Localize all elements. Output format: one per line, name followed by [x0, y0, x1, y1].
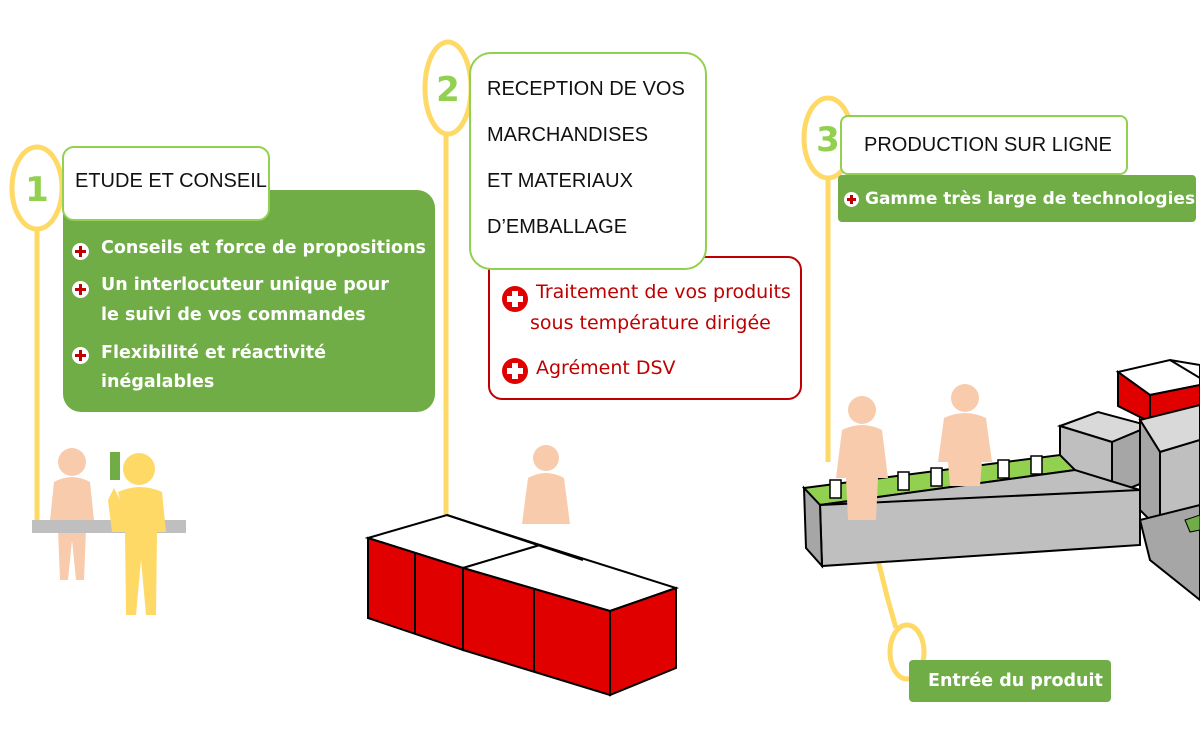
step2-benefit-1-line1: Traitement de vos produits — [536, 281, 791, 303]
document-icon — [110, 452, 120, 480]
step2-title-line3: ET MATERIAUX — [487, 170, 633, 192]
reception-desk-scene — [32, 448, 186, 615]
step1-benefit-2-line2: le suivi de vos commandes — [101, 305, 366, 325]
step1-title: ETUDE ET CONSEIL — [75, 170, 267, 192]
step2-number: 2 — [436, 70, 460, 110]
plus-icon — [72, 243, 89, 260]
step2-title-line4: D’EMBALLAGE — [487, 216, 628, 238]
goods-pallet — [364, 513, 680, 697]
entry-connector — [875, 559, 891, 601]
plus-icon — [844, 192, 859, 207]
plus-icon — [72, 347, 89, 364]
step3-feature: Gamme très large de technologies — [865, 189, 1196, 209]
plus-icon — [502, 286, 528, 312]
product-entry-box: Entrée du produit — [909, 660, 1111, 702]
plus-icon — [72, 281, 89, 298]
step1-benefit-2-line1: Un interlocuteur unique pour — [101, 275, 389, 295]
product-entry-label: Entrée du produit — [928, 671, 1103, 691]
person-icon — [522, 445, 570, 524]
step1-benefit-3: Flexibilité et réactivité inégalables — [101, 343, 326, 392]
person-icon — [836, 396, 888, 520]
step2-title-line1: RECEPTION DE VOS — [487, 78, 685, 100]
step2-title-box: RECEPTION DE VOS MARCHANDISES ET MATERIA… — [469, 52, 707, 270]
step1-benefits-box: Conseils et force de propositions Un int… — [63, 190, 435, 412]
person-icon — [108, 453, 166, 615]
production-line — [801, 358, 1200, 602]
step2-benefit-2: Agrément DSV — [536, 357, 676, 379]
step2-benefit-1-line2: sous température dirigée — [530, 312, 771, 334]
step2-title-line2: MARCHANDISES — [487, 124, 649, 146]
step1-title-box: ETUDE ET CONSEIL — [62, 146, 270, 221]
person-icon — [938, 384, 992, 486]
step3-number: 3 — [816, 120, 840, 160]
step3-title: PRODUCTION SUR LIGNE — [864, 134, 1112, 156]
step1-benefit-1: Conseils et force de propositions — [101, 238, 426, 258]
plus-icon — [502, 358, 528, 384]
person-icon — [49, 448, 95, 580]
step1-number: 1 — [25, 170, 49, 210]
step3-feature-box: Gamme très large de technologies — [838, 175, 1196, 222]
step3-title-box: PRODUCTION SUR LIGNE — [840, 115, 1128, 175]
step2-benefits-box: Traitement de vos produits sous températ… — [488, 256, 802, 400]
